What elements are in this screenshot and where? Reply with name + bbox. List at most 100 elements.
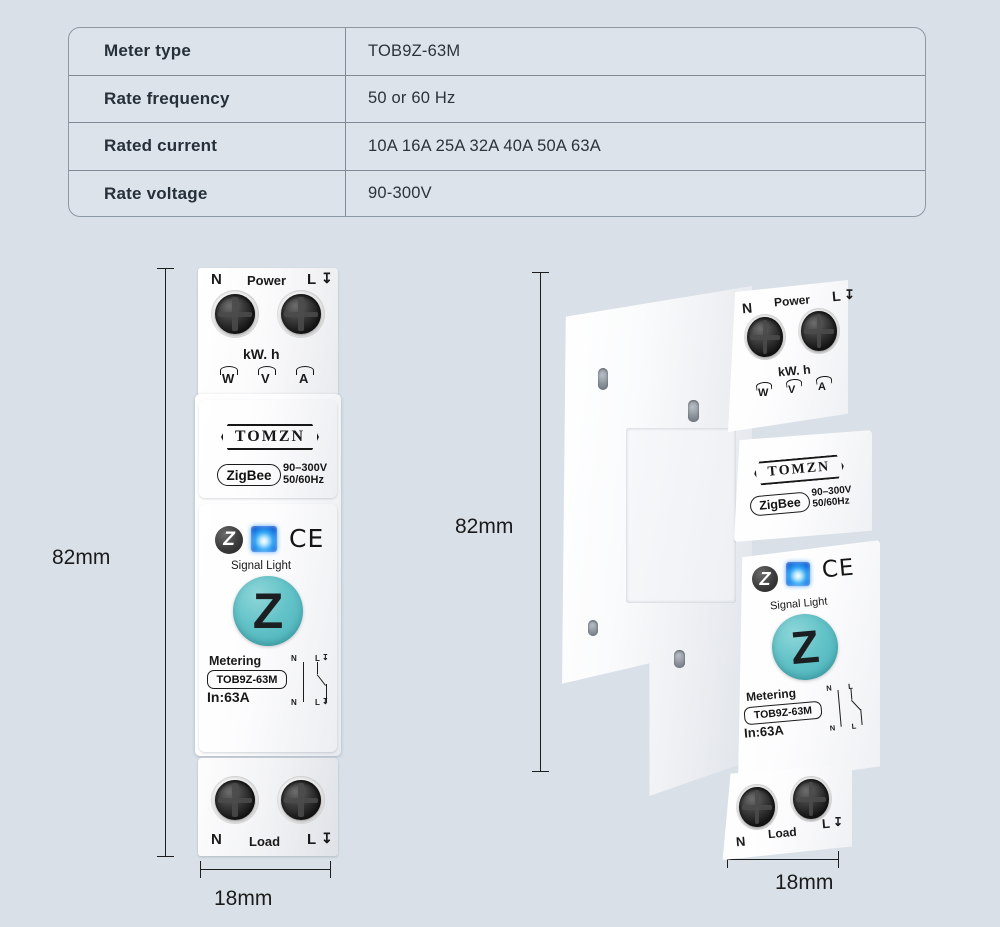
terminal-label-l-bottom: L: [821, 815, 831, 832]
wiring-switch-arm: [316, 674, 327, 686]
wiring-label-l-bottom: L: [315, 698, 320, 707]
model-label: TOB9Z-63M: [753, 704, 813, 722]
dimension-label-width-left: 18mm: [214, 887, 273, 910]
arc-icon-v: [258, 366, 276, 375]
wiring-arrow-bottom-icon: ↧: [322, 697, 329, 706]
unit-label-kwh: kW. h: [243, 346, 280, 362]
arc-icon-w: [220, 366, 238, 375]
spec-value: TOB9Z-63M: [368, 41, 461, 60]
screw-terminal-n-top[interactable]: [747, 317, 783, 357]
device-perspective-view: N Power L ↧ kW. h W V A TOMZN ZigBee 90–…: [556, 268, 916, 864]
screw-terminal-l-bottom[interactable]: [793, 779, 829, 819]
arrow-down-icon-top: ↧: [321, 270, 333, 286]
brand-label: TOMZN: [767, 459, 831, 480]
wiring-line-neutral: [303, 662, 304, 702]
terminal-label-l-bottom: L: [307, 831, 317, 848]
zigbee-logo-icon: Z: [215, 526, 243, 554]
wiring-line-live-bottom: [860, 708, 863, 725]
spec-value: 90-300V: [368, 184, 432, 203]
rated-current-label: In:63A: [207, 689, 250, 705]
terminal-label-n-bottom: N: [735, 833, 747, 850]
spec-value: 10A 16A 25A 32A 40A 50A 63A: [368, 136, 601, 155]
signal-light-label: Signal Light: [231, 560, 292, 572]
wiring-label-n-top: N: [825, 683, 833, 693]
brand-badge: TOMZN: [221, 424, 319, 450]
ce-mark-icon: CE: [820, 554, 856, 584]
top-terminal-face: [728, 280, 848, 432]
screw-terminal-n-top[interactable]: [215, 294, 255, 334]
device-front-view: N Power L ↧ kW. h W V A TOMZN ZigBee 90–…: [195, 268, 343, 856]
table-row: Rate frequency 50 or 60 Hz: [69, 75, 925, 123]
voltage-spec: 90–300V 50/60Hz: [283, 462, 327, 487]
brand-label: TOMZN: [234, 428, 306, 445]
zigbee-logo-icon: Z: [752, 566, 778, 592]
wiring-line-live-bottom: [326, 684, 327, 702]
measure-label-w: W: [758, 387, 769, 399]
brand-panel: [734, 430, 872, 542]
metering-label: Metering: [209, 654, 262, 668]
zigbee-badge: ZigBee: [217, 464, 281, 486]
spec-key: Rated current: [69, 123, 346, 170]
pairing-button-label: Z: [788, 619, 822, 675]
measure-label-v: V: [788, 384, 796, 396]
dimension-label-width-right: 18mm: [775, 871, 834, 894]
voltage-spec: 90–300V 50/60Hz: [811, 484, 853, 510]
wiring-arrow-top-icon: ↧: [322, 653, 329, 662]
spec-key: Rate frequency: [69, 75, 346, 122]
table-row: Rate voltage 90-300V: [69, 170, 925, 216]
measure-label-a: A: [818, 381, 826, 393]
dimension-cap-right-width-end: [838, 851, 839, 868]
wiring-label-l-top: L: [315, 654, 320, 663]
table-row: Rated current 10A 16A 25A 32A 40A 50A 63…: [69, 123, 925, 171]
wiring-label-n-bottom: N: [829, 723, 836, 733]
mounting-hole-icon: [598, 368, 608, 390]
arrow-down-icon-top: ↧: [844, 287, 855, 302]
arrow-down-icon-bottom: ↧: [321, 830, 333, 846]
led-indicator-icon: [786, 562, 810, 586]
dimension-label-height-left: 82mm: [52, 546, 111, 569]
wiring-label-n-bottom: N: [291, 698, 297, 707]
wiring-label-l-bottom: L: [851, 721, 857, 731]
frequency-range: 50/60Hz: [283, 474, 324, 487]
screw-terminal-n-bottom[interactable]: [739, 787, 775, 827]
side-recess-panel: [626, 428, 736, 603]
dimension-line-width-right: [727, 859, 838, 860]
zigbee-badge-label: ZigBee: [758, 495, 802, 513]
dimension-line-height-right: [540, 272, 541, 772]
screw-terminal-l-top[interactable]: [281, 294, 321, 334]
terminal-label-load: Load: [767, 824, 798, 842]
voltage-range: 90–300V: [283, 462, 328, 474]
measure-label-w: W: [222, 371, 235, 386]
wiring-label-n-top: N: [291, 654, 297, 663]
terminal-label-load: Load: [249, 834, 281, 849]
wiring-diagram: N L ↧ N L ↧: [291, 653, 335, 708]
terminal-label-l-top: L: [831, 287, 842, 305]
model-badge: TOB9Z-63M: [207, 670, 287, 689]
led-indicator-icon: [251, 526, 277, 552]
dimension-cap-bottom-right: [532, 771, 549, 772]
ce-mark-icon: CE: [289, 524, 325, 553]
wiring-line-live-top: [317, 662, 318, 674]
unit-label-kwh: kW. h: [777, 362, 812, 380]
screw-terminal-l-bottom[interactable]: [281, 780, 321, 820]
terminal-label-n-top: N: [741, 299, 753, 317]
mounting-hole-icon: [674, 650, 685, 668]
mounting-hole-icon: [688, 400, 699, 422]
screw-terminal-l-top[interactable]: [801, 311, 837, 351]
dimension-cap-left-width-end: [330, 861, 331, 878]
arrow-down-icon-bottom: ↧: [833, 815, 844, 829]
measure-label-v: V: [261, 371, 270, 386]
terminal-label-n-bottom: N: [211, 831, 222, 848]
dimension-line-width-left: [200, 869, 330, 870]
screw-terminal-n-bottom[interactable]: [215, 780, 255, 820]
wiring-line-neutral: [837, 689, 842, 727]
terminal-label-l-top: L: [307, 271, 317, 288]
zigbee-badge-label: ZigBee: [226, 467, 272, 483]
terminal-label-n-top: N: [211, 271, 222, 288]
pairing-button[interactable]: Z: [233, 576, 303, 646]
zigbee-logo-letter: Z: [759, 568, 771, 589]
spec-key: Meter type: [69, 28, 346, 75]
terminal-label-power: Power: [247, 273, 287, 288]
wiring-diagram: N L N L: [826, 680, 872, 733]
measure-label-a: A: [299, 371, 309, 386]
